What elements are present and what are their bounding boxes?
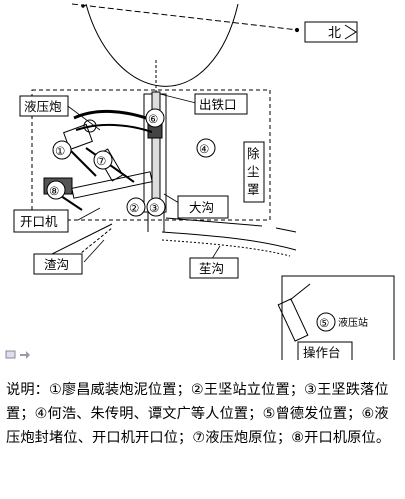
- marker-5: ⑤: [319, 316, 329, 330]
- main-ditch-label: 大沟: [189, 200, 214, 215]
- hydraulic-gun-arm: [73, 110, 153, 122]
- diagram-caption: 说明：①廖昌威装炮泥位置；②王坚站立位置；③王坚跌落位置；④何浩、朱传明、谭文广…: [6, 382, 391, 446]
- drill-label: 开口机: [20, 214, 58, 229]
- marker-3: ③: [149, 201, 159, 215]
- slag-ditch-label: 渣沟: [44, 257, 69, 272]
- north-label-box: [304, 21, 358, 43]
- hydraulic-gun-label: 液压炮: [24, 99, 62, 114]
- tilting-ditch-line: [161, 231, 297, 251]
- taphole-label: 出铁口: [199, 97, 237, 112]
- expand-icon[interactable]: [5, 350, 16, 359]
- arrow-icon[interactable]: [20, 351, 30, 359]
- marker-4: ④: [199, 142, 209, 156]
- site-layout-diagram: 北 液压炮 出铁口 除 尘 罩 开口机 大沟 渣沟 苼沟 液压站 操作台 ① ②…: [5, 3, 395, 360]
- dust-hood-char-2: 尘: [247, 164, 260, 179]
- slag-ditch-line: [43, 223, 113, 259]
- marker-8: ⑧: [49, 184, 59, 198]
- north-label: 北: [328, 26, 341, 41]
- dust-hood-label: 除 尘 罩: [247, 146, 264, 197]
- dust-hood-boundary: [31, 89, 271, 221]
- north-arrow-icon: [344, 24, 357, 40]
- marker-2: ②: [129, 201, 139, 215]
- marker-1: ①: [55, 144, 65, 158]
- north-axis-line: [71, 3, 299, 31]
- pump-station-box: [281, 275, 395, 360]
- furnace-outline: [85, 3, 239, 87]
- tilting-ditch-label: 苼沟: [199, 261, 224, 276]
- marker-6: ⑥: [148, 112, 158, 126]
- dust-hood-char-1: 除: [247, 146, 260, 161]
- marker-7: ⑦: [96, 154, 106, 168]
- console-label: 操作台: [303, 345, 341, 360]
- pump-station-label: 液压站: [338, 316, 368, 329]
- dust-hood-char-3: 罩: [247, 182, 260, 197]
- image-toolbar: [5, 350, 30, 359]
